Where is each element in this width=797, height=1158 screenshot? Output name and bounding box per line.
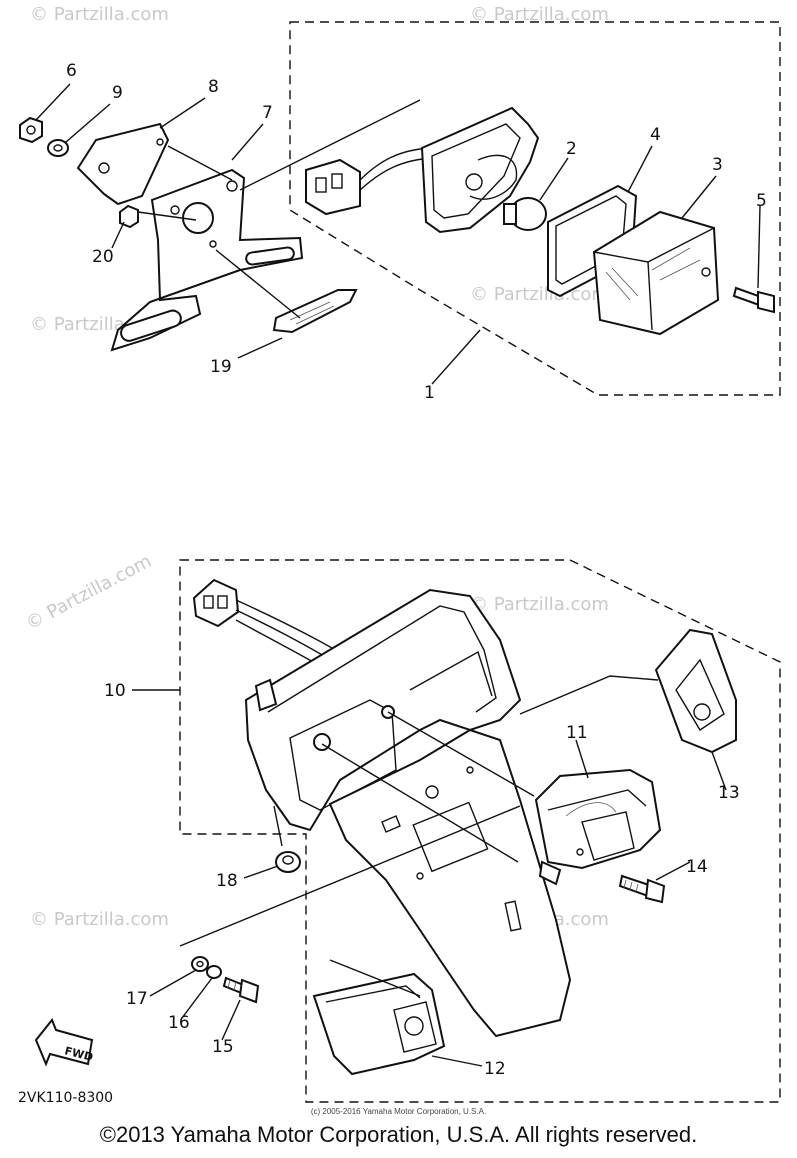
diagram-code: 2VK110-8300: [18, 1090, 113, 1106]
callout-12: 12: [484, 1059, 506, 1079]
leader-lines-top: [35, 83, 761, 385]
watermark-text: © Partzilla.com: [470, 594, 609, 615]
lens-12: [312, 972, 446, 1076]
callout-16: 16: [168, 1013, 190, 1033]
washer-9: [47, 139, 69, 157]
explode-lines-bottom: [179, 675, 659, 997]
callout-2: 2: [566, 139, 577, 159]
callout-19: 19: [210, 357, 232, 377]
taillight-housing: [244, 588, 522, 832]
callout-6: 6: [66, 61, 77, 81]
watermark-text: © Partzilla.com: [30, 4, 169, 25]
small-copyright: (c) 2005-2016 Yamaha Motor Corporation, …: [310, 1107, 487, 1116]
tail-lamp-base: [420, 106, 540, 234]
callout-4: 4: [650, 125, 661, 145]
watermark-text: © Partzilla.com: [470, 4, 609, 25]
callout-17: 17: [126, 989, 148, 1009]
grommet-18: [273, 805, 301, 873]
callout-15: 15: [212, 1037, 234, 1057]
callout-14: 14: [686, 857, 708, 877]
license-light-19: [272, 289, 358, 334]
leader-lines-bottom: [132, 689, 727, 1067]
nut-20: [119, 204, 139, 229]
copyright-notice: ©2013 Yamaha Motor Corporation, U.S.A. A…: [99, 1122, 698, 1147]
turn-lens-11: [534, 768, 662, 886]
callout-9: 9: [112, 83, 123, 103]
callout-13: 13: [718, 783, 740, 803]
callout-10: 10: [104, 681, 126, 701]
bulb-2: [503, 197, 547, 231]
callout-8: 8: [208, 77, 219, 97]
lens-3: [592, 210, 720, 336]
callout-1: 1: [424, 383, 435, 403]
rear-fender-plate: [328, 728, 572, 1038]
watermark-text: © Partzilla.com: [30, 909, 169, 930]
fwd-arrow-icon: FWD: [34, 1018, 94, 1067]
callout-11: 11: [566, 723, 588, 743]
assembly-10-dashed-outline: [179, 559, 781, 1103]
callout-7: 7: [262, 103, 273, 123]
stay-bracket: [76, 122, 170, 206]
watermark-text: © Partzilla.com: [22, 551, 155, 635]
nut-6: [19, 116, 43, 144]
spring-washer-16: [206, 965, 222, 979]
washer-17: [191, 956, 209, 972]
watermark-text: © Partzilla.com: [470, 284, 609, 305]
bolt-15: [222, 976, 260, 1004]
explode-lines-top: [137, 99, 421, 319]
screw-14: [618, 874, 666, 904]
screw-5: [732, 286, 775, 314]
callout-3: 3: [712, 155, 723, 175]
reflector-13: [654, 628, 737, 754]
connector-plug-top: [305, 147, 433, 216]
callout-5: 5: [756, 191, 767, 211]
callout-20: 20: [92, 247, 114, 267]
callout-18: 18: [216, 871, 238, 891]
